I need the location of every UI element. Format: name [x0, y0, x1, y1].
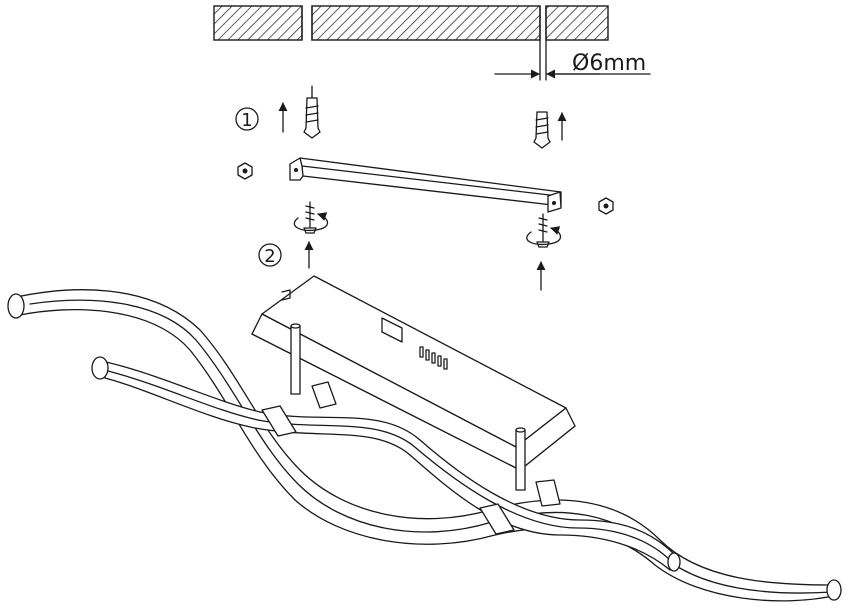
- arm-end-cap: [826, 579, 842, 601]
- support-rod-left: [290, 323, 301, 395]
- support-rod-right: [515, 427, 526, 491]
- nut-right: [598, 197, 614, 215]
- rotate-arrow-icon: [293, 212, 329, 232]
- screw-left: [303, 201, 317, 234]
- step-2-marker: 2: [258, 243, 282, 267]
- screw-right: [536, 213, 550, 248]
- step-1-marker: 1: [235, 107, 259, 131]
- step-1-number: 1: [241, 110, 252, 131]
- ceiling: [213, 5, 609, 41]
- vent-slots: [419, 346, 448, 370]
- wall-plug-left: [303, 85, 321, 139]
- nut-left: [237, 162, 253, 180]
- drill-hole-right: [539, 5, 547, 81]
- arm-end-cap: [7, 293, 25, 319]
- step-2-number: 2: [264, 246, 275, 267]
- arm-connector-left: [261, 381, 337, 437]
- arm-connector-right: [479, 479, 561, 535]
- mounting-bracket: [289, 157, 562, 213]
- wall-plug-right: [533, 111, 551, 149]
- drill-hole-left: [301, 5, 313, 41]
- arm-end-cap: [667, 552, 681, 572]
- rotate-arrow-icon: [526, 226, 562, 246]
- hole-diameter-label: Ø6mm: [572, 51, 646, 76]
- arm-end-cap: [91, 356, 109, 380]
- hole-diameter-dimension: Ø6mm: [494, 51, 651, 79]
- canopy-base: [251, 275, 576, 471]
